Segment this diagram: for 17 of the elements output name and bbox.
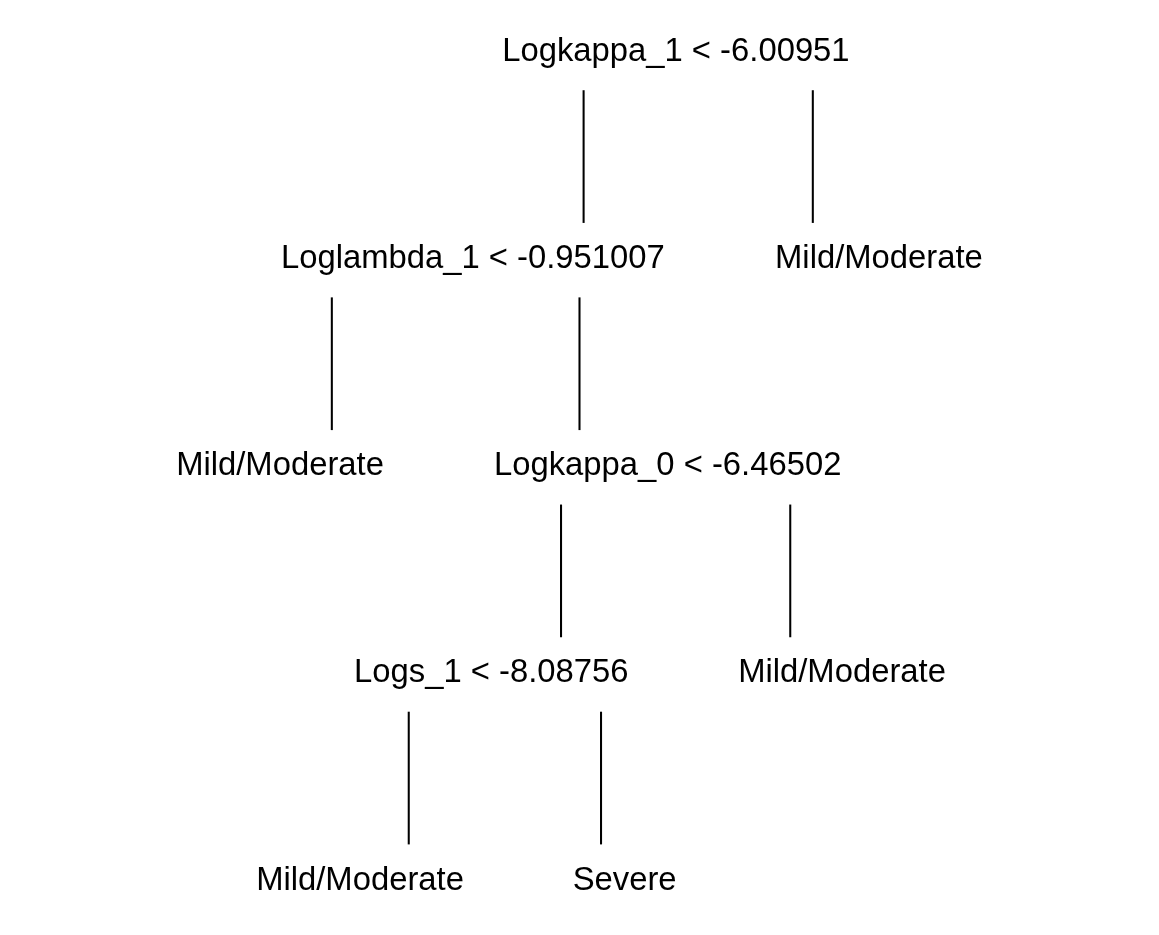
connector — [330, 297, 333, 431]
node-text: Mild/Moderate — [738, 652, 946, 690]
connector — [811, 90, 814, 223]
node-text: Mild/Moderate — [176, 445, 384, 483]
connector — [582, 90, 585, 223]
connector — [789, 504, 792, 638]
node-text: Severe — [572, 859, 677, 897]
node-text: Loglambda_1 < -0.951007 — [280, 238, 665, 276]
node-text: Mild/Moderate — [256, 859, 464, 897]
connector — [600, 711, 603, 845]
connector — [560, 504, 563, 638]
connector — [578, 297, 581, 431]
connector — [407, 711, 410, 845]
node-text: Mild/Moderate — [775, 238, 983, 276]
node-text: Logs_1 < -8.08756 — [354, 652, 629, 690]
node-text: Logkappa_1 < -6.00951 — [502, 30, 850, 68]
node-text: Logkappa_0 < -6.46502 — [493, 445, 842, 483]
